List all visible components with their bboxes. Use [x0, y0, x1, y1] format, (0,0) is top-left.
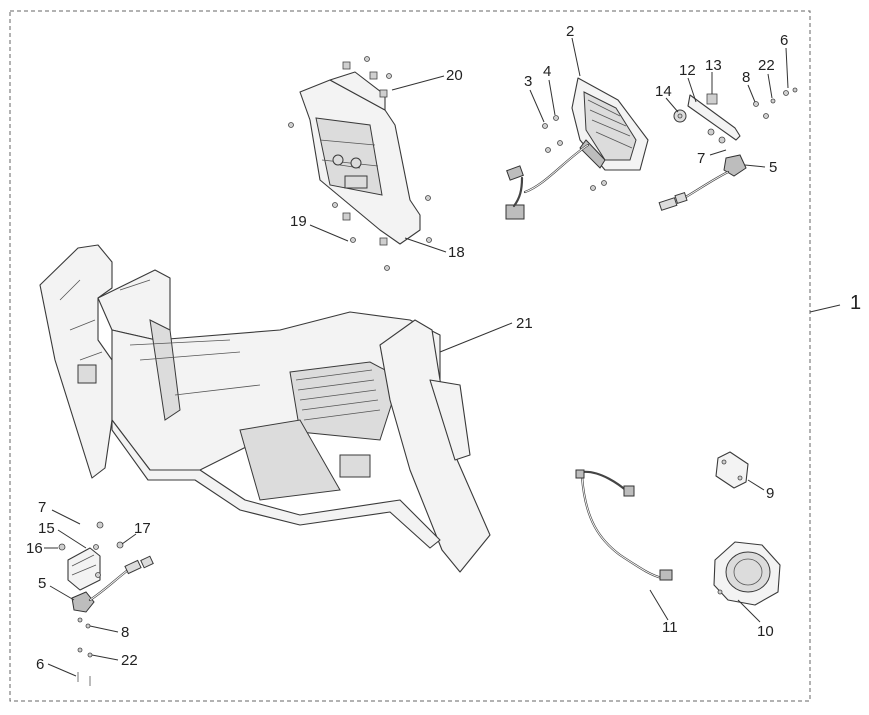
sensor-bracket-group-lower: [58, 521, 154, 686]
leader-3: [529, 89, 545, 123]
leader-8a: [747, 84, 756, 103]
leader-9: [747, 479, 765, 491]
leader-17: [665, 97, 679, 113]
leader-19: [309, 224, 349, 242]
callout-9: 9: [766, 485, 774, 502]
callout-14: 17: [134, 520, 151, 537]
callout-22a: 22: [758, 57, 775, 74]
assembly-boundary: [9, 10, 811, 702]
assembly-leader: [809, 304, 841, 313]
callout-7b: 7: [38, 499, 46, 516]
leader-7b: [51, 509, 81, 525]
plate-part-9: [715, 451, 749, 489]
sensor-bracket-group-upper: [658, 87, 798, 211]
leader-11: [649, 589, 669, 621]
housing-part-10: [713, 541, 781, 606]
leader-8b: [89, 625, 119, 633]
display-harness-connector: [505, 143, 590, 220]
leader-5a: [744, 164, 766, 168]
callout-18: 18: [448, 244, 465, 261]
callout-10: 10: [757, 623, 774, 640]
callout-11: 11: [662, 619, 678, 636]
callout-19: 19: [290, 213, 307, 230]
callout-12: 15: [38, 520, 55, 537]
callout-7a: 7: [697, 150, 705, 167]
leader-12: [57, 529, 87, 549]
bracket-fasteners: [288, 56, 432, 271]
callout-1: 1: [850, 292, 861, 314]
display-screws: [542, 115, 607, 191]
callout-6a: 6: [780, 32, 788, 49]
callout-15: 12: [679, 62, 696, 79]
callout-8b: 8: [121, 624, 129, 641]
callout-5b: 5: [38, 575, 46, 592]
display-bracket-part-18: [299, 71, 421, 245]
callout-8a: 8: [742, 69, 750, 86]
callout-3: 3: [524, 73, 532, 90]
callout-20: 20: [446, 67, 463, 84]
leader-22b: [91, 654, 119, 661]
callout-5a: 5: [769, 159, 777, 176]
leader-6b: [47, 663, 77, 677]
wire-harness-part-11: [575, 469, 673, 581]
leader-21: [439, 322, 513, 353]
callout-2: 2: [566, 23, 574, 40]
leader-15: [687, 77, 697, 103]
leader-10: [737, 599, 761, 623]
callout-22b: 22: [121, 652, 138, 669]
callout-6b: 6: [36, 656, 44, 673]
instrument-display-part-2: [571, 77, 649, 171]
leader-4: [548, 79, 556, 116]
leader-22a: [767, 73, 773, 99]
leader-20: [391, 75, 445, 91]
leader-5b: [49, 585, 75, 601]
callout-16: 13: [705, 57, 722, 74]
leader-7a: [709, 149, 727, 156]
dash-frame-part-21: [39, 244, 491, 573]
leader-2: [571, 37, 581, 77]
callout-17: 14: [655, 83, 672, 100]
callout-13: 16: [26, 540, 43, 557]
leader-6a: [785, 47, 789, 89]
callout-21: 21: [516, 315, 533, 332]
leader-18: [404, 237, 447, 253]
callout-4: 4: [543, 63, 551, 80]
leader-14: [121, 533, 137, 545]
